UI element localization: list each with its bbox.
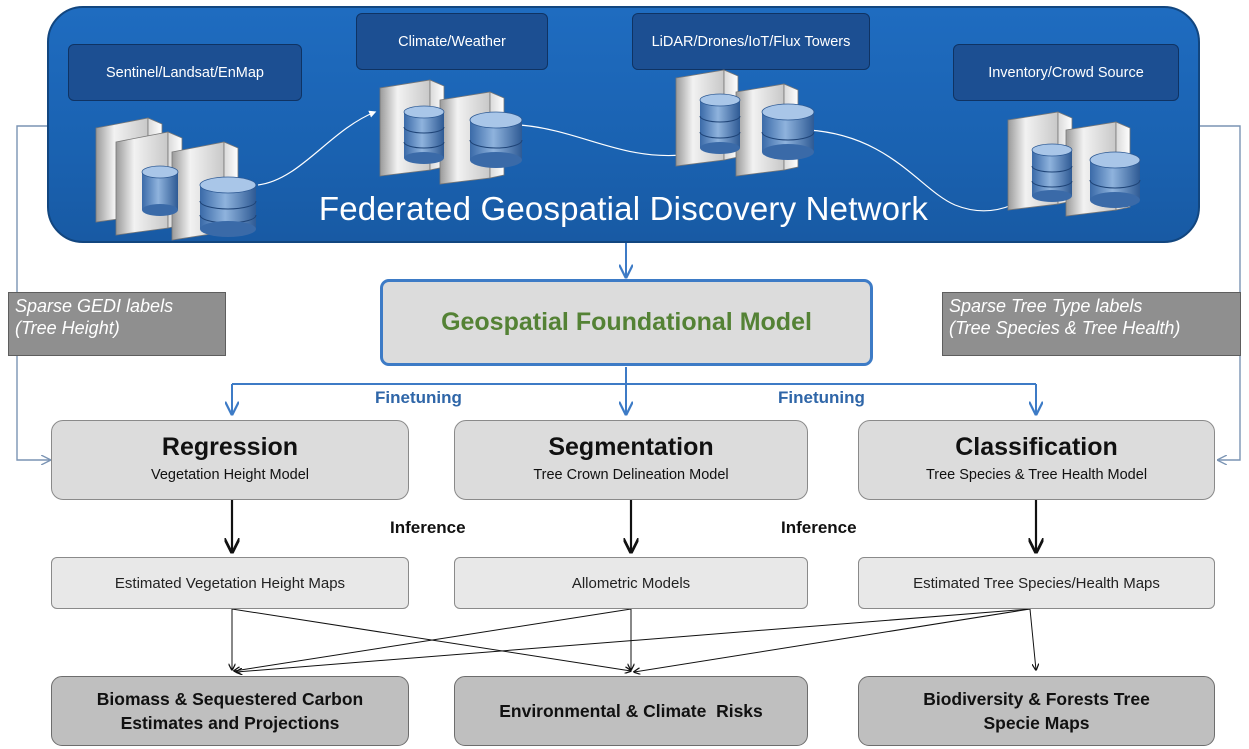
tree-type-labels-box: Sparse Tree Type labels (Tree Species & … bbox=[942, 292, 1241, 356]
classification-model-box: Classification Tree Species & Tree Healt… bbox=[858, 420, 1215, 500]
finetuning-label-right: Finetuning bbox=[778, 388, 865, 407]
server-cluster-icon bbox=[675, 69, 815, 177]
segmentation-subtitle: Tree Crown Delineation Model bbox=[533, 467, 729, 483]
gedi-labels-line2: (Tree Height) bbox=[15, 318, 120, 338]
impact-line2: Specie Maps bbox=[983, 713, 1090, 733]
flow-curve bbox=[257, 110, 377, 186]
server-cluster-icon bbox=[379, 79, 523, 185]
tree-type-labels-line2: (Tree Species & Tree Health) bbox=[949, 318, 1181, 338]
gedi-labels-box: Sparse GEDI labels (Tree Height) bbox=[8, 292, 226, 356]
source-box-inventory: Inventory/Crowd Source bbox=[953, 44, 1179, 101]
regression-subtitle: Vegetation Height Model bbox=[151, 467, 309, 483]
source-box-satellite: Sentinel/Landsat/EnMap bbox=[68, 44, 302, 101]
connector-outputs-to-impacts bbox=[232, 608, 1036, 672]
source-box-climate: Climate/Weather bbox=[356, 13, 548, 70]
foundation-model-title: Geospatial Foundational Model bbox=[441, 308, 812, 336]
flow-curve bbox=[807, 129, 1013, 212]
output-box-species-health: Estimated Tree Species/Health Maps bbox=[858, 557, 1215, 609]
impact-line1: Biomass & Sequestered Carbon bbox=[96, 689, 364, 709]
regression-model-box: Regression Vegetation Height Model bbox=[51, 420, 409, 500]
foundation-model-box: Geospatial Foundational Model bbox=[380, 279, 873, 366]
inference-label-right: Inference bbox=[781, 518, 857, 537]
segmentation-title: Segmentation bbox=[548, 433, 714, 461]
impact-line2: Estimates and Projections bbox=[120, 713, 340, 733]
classification-title: Classification bbox=[955, 433, 1118, 461]
output-label: Estimated Tree Species/Health Maps bbox=[913, 574, 1160, 592]
output-box-vegetation-height: Estimated Vegetation Height Maps bbox=[51, 557, 409, 609]
inference-label-left: Inference bbox=[390, 518, 466, 537]
flow-curve bbox=[519, 124, 684, 160]
regression-title: Regression bbox=[161, 433, 299, 461]
impact-box-biodiversity: Biodiversity & Forests Tree Specie Maps bbox=[858, 676, 1215, 746]
impact-line1: Environmental & Climate Risks bbox=[499, 701, 763, 721]
source-label: LiDAR/Drones/IoT/Flux Towers bbox=[651, 33, 851, 50]
output-label: Allometric Models bbox=[571, 574, 691, 592]
impact-box-environmental: Environmental & Climate Risks bbox=[454, 676, 808, 746]
output-label: Estimated Vegetation Height Maps bbox=[114, 574, 346, 592]
server-cluster-icon bbox=[95, 117, 257, 241]
network-title: Federated Geospatial Discovery Network bbox=[318, 190, 929, 227]
output-box-allometric: Allometric Models bbox=[454, 557, 808, 609]
classification-subtitle: Tree Species & Tree Health Model bbox=[925, 467, 1148, 483]
source-label: Sentinel/Landsat/EnMap bbox=[106, 64, 264, 81]
source-box-lidar: LiDAR/Drones/IoT/Flux Towers bbox=[632, 13, 870, 70]
server-cluster-icon bbox=[1007, 111, 1141, 217]
tree-type-labels-line1: Sparse Tree Type labels bbox=[949, 296, 1143, 316]
segmentation-model-box: Segmentation Tree Crown Delineation Mode… bbox=[454, 420, 808, 500]
finetuning-label-left: Finetuning bbox=[375, 388, 462, 407]
impact-line1: Biodiversity & Forests Tree bbox=[923, 689, 1150, 709]
source-label: Climate/Weather bbox=[398, 33, 506, 50]
gedi-labels-line1: Sparse GEDI labels bbox=[15, 296, 174, 316]
source-label: Inventory/Crowd Source bbox=[988, 64, 1144, 81]
impact-box-biomass: Biomass & Sequestered Carbon Estimates a… bbox=[51, 676, 409, 746]
